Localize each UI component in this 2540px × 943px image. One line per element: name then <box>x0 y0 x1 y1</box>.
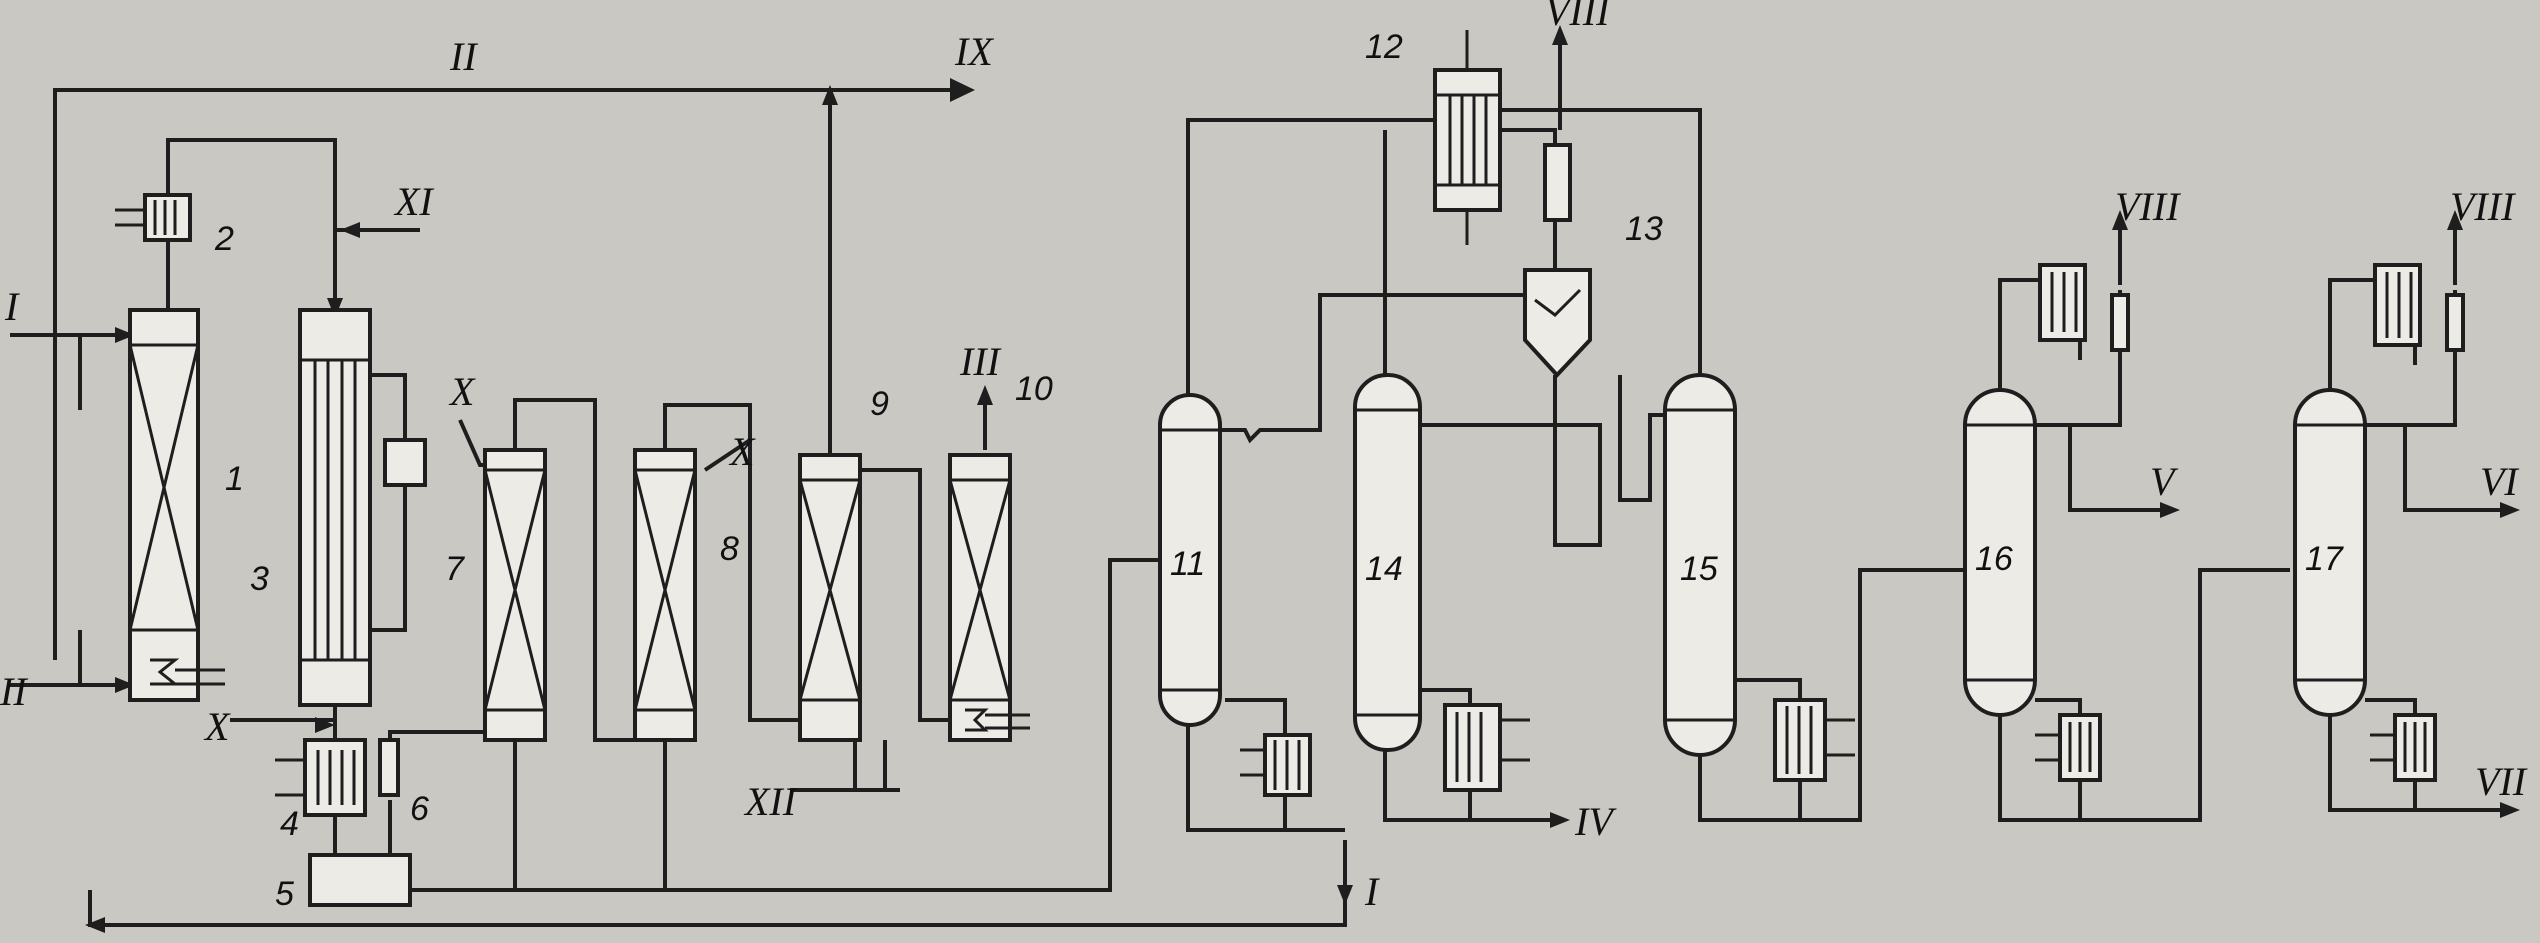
label-16: 16 <box>1975 540 2013 578</box>
label-5: 5 <box>275 875 294 913</box>
label-10: 10 <box>1015 370 1053 408</box>
stream-XI: XI <box>393 179 434 224</box>
separator-13 <box>1523 268 1592 378</box>
reactor-10 <box>948 453 1030 742</box>
stream-VIII-12: VIII <box>1545 0 1611 34</box>
stream-V: V <box>2150 459 2179 504</box>
equipment <box>115 30 2465 907</box>
column-17 <box>2293 388 2367 717</box>
column-11 <box>1158 393 1222 727</box>
stream-X-7: X <box>448 369 476 414</box>
stream-I-out: I <box>1364 869 1380 914</box>
stream-II-top: II <box>449 34 478 79</box>
label-17: 17 <box>2305 540 2344 578</box>
label-4: 4 <box>280 805 299 843</box>
reactor-9 <box>798 453 862 742</box>
label-14: 14 <box>1365 550 1403 588</box>
reboiler-11 <box>1240 733 1312 797</box>
drum-12 <box>1543 143 1572 222</box>
reactor-8 <box>633 448 697 742</box>
reboiler-17 <box>2370 713 2437 782</box>
label-2: 2 <box>214 220 234 258</box>
reboiler-15 <box>1773 698 1855 782</box>
label-9: 9 <box>870 385 889 423</box>
label-3: 3 <box>250 560 269 598</box>
stream-X-8: X <box>728 429 756 474</box>
stream-X-4: X <box>203 704 231 749</box>
cooler-4 <box>275 738 367 817</box>
label-13: 13 <box>1625 210 1663 248</box>
stream-II-in: II <box>0 669 28 714</box>
stream-IX: IX <box>954 29 994 74</box>
label-11: 11 <box>1170 545 1205 583</box>
reactor-7 <box>483 448 547 742</box>
reactor-1 <box>128 308 225 702</box>
reactor-3 <box>298 308 372 707</box>
drum-16 <box>2110 293 2130 352</box>
stream-IV: IV <box>1574 799 1617 844</box>
separator-6 <box>378 738 400 797</box>
column-16 <box>1963 388 2037 717</box>
condenser-12 <box>1433 30 1502 245</box>
side-unit <box>383 438 427 487</box>
label-7: 7 <box>445 550 465 588</box>
cooler-2 <box>115 193 192 242</box>
stream-III: III <box>959 339 1002 384</box>
reboiler-16 <box>2035 713 2102 782</box>
column-14 <box>1353 373 1422 752</box>
stream-VIII-17: VIII <box>2450 184 2516 229</box>
stream-VIII-16: VIII <box>2115 184 2181 229</box>
column-15 <box>1663 373 1737 757</box>
stream-VII: VII <box>2475 759 2528 804</box>
pipelines <box>10 35 2510 927</box>
stream-I-in: I <box>4 284 20 329</box>
label-6: 6 <box>410 790 429 828</box>
label-8: 8 <box>720 530 739 568</box>
equipment-numbers: 1 2 3 4 5 6 7 8 9 10 11 12 13 14 15 16 1… <box>214 28 2344 913</box>
drum-17 <box>2445 293 2465 352</box>
stream-XII: XII <box>743 779 798 824</box>
stream-labels: I II II IX XI X X X XII III I IV VIII VI… <box>0 0 2528 914</box>
label-12: 12 <box>1365 28 1403 66</box>
stream-VI: VI <box>2480 459 2519 504</box>
reboiler-14 <box>1443 703 1530 792</box>
condenser-17 <box>2373 263 2422 347</box>
label-15: 15 <box>1680 550 1718 588</box>
condenser-16 <box>2038 263 2087 342</box>
label-1: 1 <box>225 460 244 498</box>
vessel-5 <box>308 853 412 907</box>
